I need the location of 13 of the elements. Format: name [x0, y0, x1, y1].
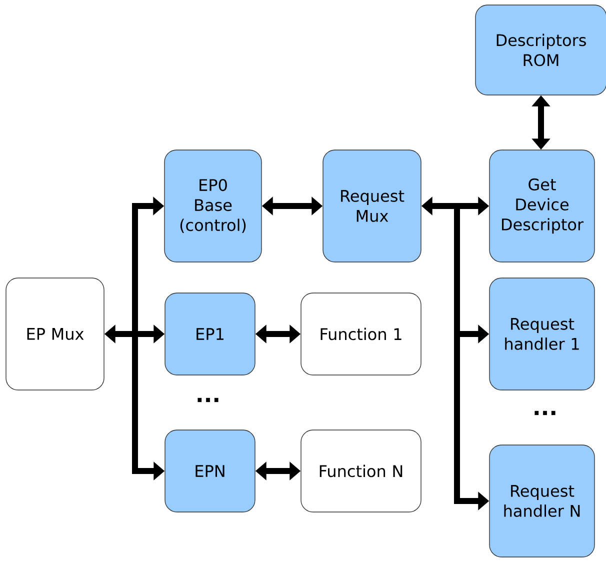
process-box: Request handler N	[489, 444, 595, 558]
process-box: EP1	[164, 292, 256, 376]
process-box: Descriptors ROM	[475, 4, 606, 96]
process-box: EP0 Base (control)	[164, 150, 262, 262]
process-box: EPN	[164, 430, 256, 512]
process-box: Request handler 1	[489, 278, 595, 390]
process-box: Request Mux	[322, 150, 422, 262]
process-box: Get Device Descriptor	[489, 150, 595, 262]
process-box: Function N	[300, 430, 422, 512]
process-box: EP Mux	[6, 278, 104, 390]
ellipsis: ...	[198, 398, 218, 402]
process-box: Function 1	[300, 292, 422, 376]
ellipsis: ...	[534, 410, 556, 416]
